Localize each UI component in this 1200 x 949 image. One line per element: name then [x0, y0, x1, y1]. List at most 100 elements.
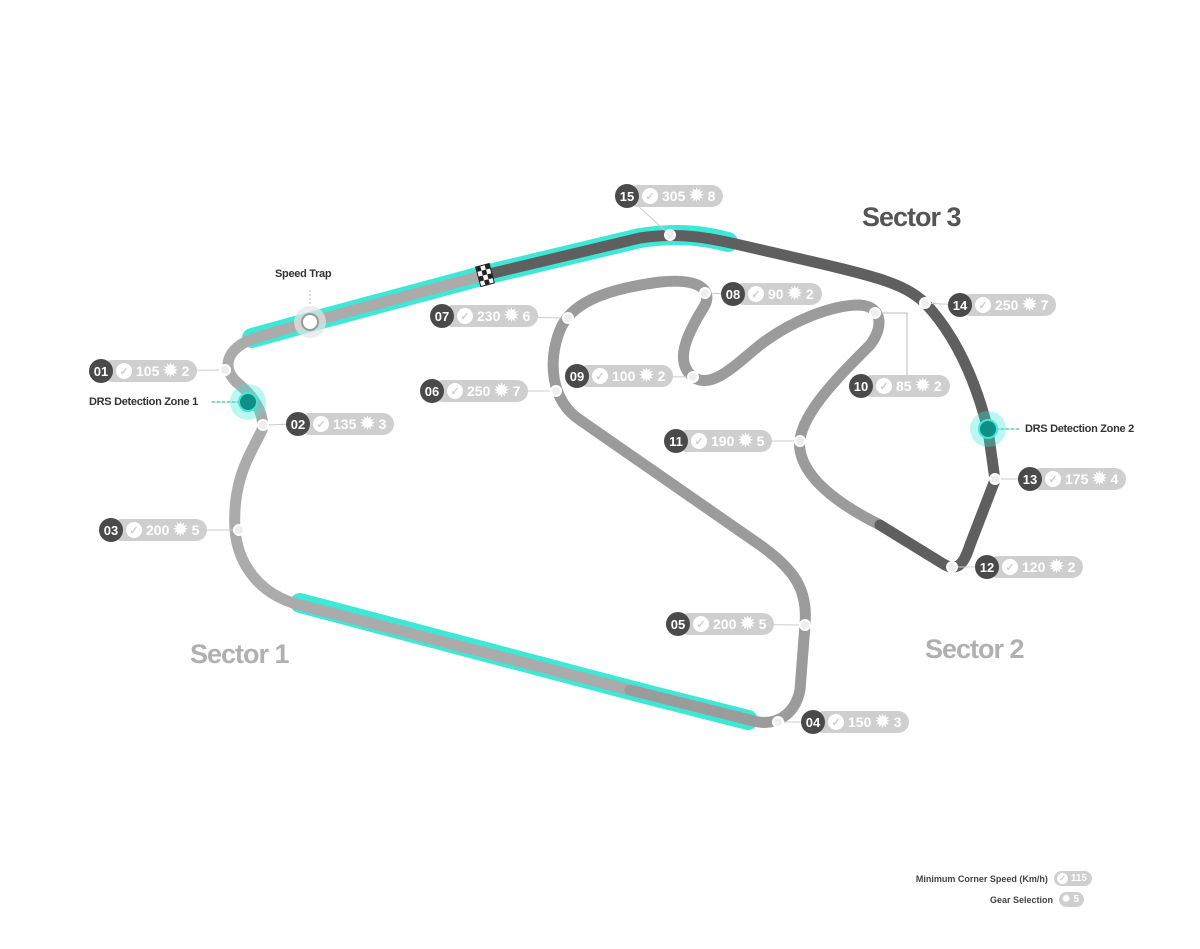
- corner-number: 14: [948, 293, 972, 317]
- corner-number: 02: [286, 412, 310, 436]
- gear-icon: ✹: [875, 712, 890, 731]
- gear-icon: ✹: [1049, 557, 1064, 576]
- corner-number: 12: [975, 555, 999, 579]
- corner-marker: [687, 371, 699, 383]
- corner-min-speed: 200: [146, 522, 170, 538]
- gear-icon: ✹: [1062, 894, 1071, 905]
- corner-min-speed: 100: [612, 368, 636, 384]
- corner-min-speed: 250: [995, 297, 1019, 313]
- corner-marker: [772, 716, 784, 728]
- legend-gear-label: Gear Selection: [990, 894, 1054, 905]
- corner-info-pill: ✓100✹2: [577, 365, 674, 387]
- gear-icon: ✹: [1022, 295, 1037, 314]
- corner-marker: [794, 435, 806, 447]
- drs-zone-2-label: DRS Detection Zone 2: [1025, 423, 1134, 435]
- corner-number: 13: [1018, 467, 1042, 491]
- sector-3-label: Sector 3: [862, 202, 962, 232]
- corner-number: 07: [430, 304, 454, 328]
- gear-icon: ✹: [1092, 469, 1107, 488]
- gear-icon: ✹: [504, 306, 519, 325]
- legend-speed-label: Minimum Corner Speed (Km/h): [915, 873, 1048, 884]
- checkered-flag-icon: [475, 262, 495, 288]
- corner-gear: 2: [805, 286, 814, 302]
- corner-number: 01: [89, 359, 113, 383]
- track-sector-1: [222, 269, 636, 696]
- sector-1-label: Sector 1: [190, 639, 290, 669]
- corner-info-pill: ✓250✹7: [432, 380, 529, 402]
- corner-info-pill: ✓250✹7: [960, 294, 1057, 316]
- speed-trap-marker: [294, 290, 326, 338]
- speed-trap-label: Speed Trap: [275, 268, 332, 280]
- legend-gear-pill: ✹5: [1059, 892, 1084, 907]
- corner-gear: 3: [378, 416, 387, 432]
- legend-gear-value: 5: [1073, 894, 1079, 905]
- speedometer-icon: ✓: [1045, 471, 1061, 487]
- speedometer-icon: ✓: [691, 433, 707, 449]
- corner-number: 05: [666, 612, 690, 636]
- drs-detection-point-1: [230, 384, 266, 420]
- drs-zone-1-label: DRS Detection Zone 1: [89, 396, 198, 408]
- speedometer-icon: ✓: [447, 383, 463, 399]
- corner-badge: 13✓175✹4: [1018, 467, 1127, 491]
- corner-min-speed: 175: [1065, 471, 1089, 487]
- corner-number: 06: [420, 379, 444, 403]
- corner-badge: 15✓305✹8: [615, 184, 724, 208]
- corner-marker: [919, 297, 931, 309]
- gear-icon: ✹: [738, 431, 753, 450]
- corner-marker: [989, 473, 1001, 485]
- corner-gear: 2: [657, 368, 666, 384]
- speedometer-icon: ✓: [693, 616, 709, 632]
- legend-gear: Gear Selection ✹5: [990, 892, 1084, 907]
- corner-marker: [257, 419, 269, 431]
- corner-gear: 2: [1067, 559, 1076, 575]
- gear-icon: ✹: [173, 520, 188, 539]
- corner-gear: 2: [181, 363, 190, 379]
- corner-number: 11: [664, 429, 688, 453]
- speedometer-icon: ✓: [313, 416, 329, 432]
- corner-marker: [869, 307, 881, 319]
- corner-number: 09: [565, 364, 589, 388]
- gear-icon: ✹: [740, 614, 755, 633]
- drs-detection-point-2: [970, 411, 1006, 447]
- corner-info-pill: ✓190✹5: [676, 430, 773, 452]
- corner-info-pill: ✓200✹5: [678, 613, 775, 635]
- corner-badge: 11✓190✹5: [664, 429, 773, 453]
- gear-icon: ✹: [787, 284, 802, 303]
- speedometer-icon: ✓: [457, 308, 473, 324]
- speedometer-icon: ✓: [126, 522, 142, 538]
- corner-info-pill: ✓230✹6: [442, 305, 539, 327]
- speedometer-icon: ✓: [642, 188, 658, 204]
- gear-icon: ✹: [915, 376, 930, 395]
- corner-gear: 5: [191, 522, 200, 538]
- corner-marker: [699, 287, 711, 299]
- corner-marker: [233, 524, 245, 536]
- corner-badge: 10✓85✹2: [849, 374, 950, 398]
- corner-badge: 01✓105✹2: [89, 359, 198, 383]
- speedometer-icon: ✓: [1056, 873, 1068, 884]
- corner-gear: 7: [512, 383, 521, 399]
- corner-gear: 7: [1040, 297, 1049, 313]
- corner-marker: [799, 619, 811, 631]
- corner-badge: 12✓120✹2: [975, 555, 1084, 579]
- gear-icon: ✹: [639, 366, 654, 385]
- corner-info-pill: ✓150✹3: [813, 711, 910, 733]
- corner-min-speed: 90: [768, 286, 784, 302]
- corner-marker: [562, 312, 574, 324]
- corner-gear: 4: [1110, 471, 1119, 487]
- corner-info-pill: ✓175✹4: [1030, 468, 1127, 490]
- corner-badge: 07✓230✹6: [430, 304, 539, 328]
- corner-badge: 06✓250✹7: [420, 379, 529, 403]
- corner-marker: [664, 229, 676, 241]
- corner-gear: 3: [893, 714, 902, 730]
- legend-speed-pill: ✓115: [1053, 871, 1092, 886]
- corner-info-pill: ✓305✹8: [627, 185, 724, 207]
- corner-gear: 8: [707, 188, 716, 204]
- speedometer-icon: ✓: [975, 297, 991, 313]
- corner-badge: 08✓90✹2: [721, 282, 822, 306]
- corner-min-speed: 190: [711, 433, 735, 449]
- corner-badge: 14✓250✹7: [948, 293, 1057, 317]
- corner-min-speed: 200: [713, 616, 737, 632]
- corner-info-pill: ✓200✹5: [111, 519, 208, 541]
- corner-info-pill: ✓135✹3: [298, 413, 395, 435]
